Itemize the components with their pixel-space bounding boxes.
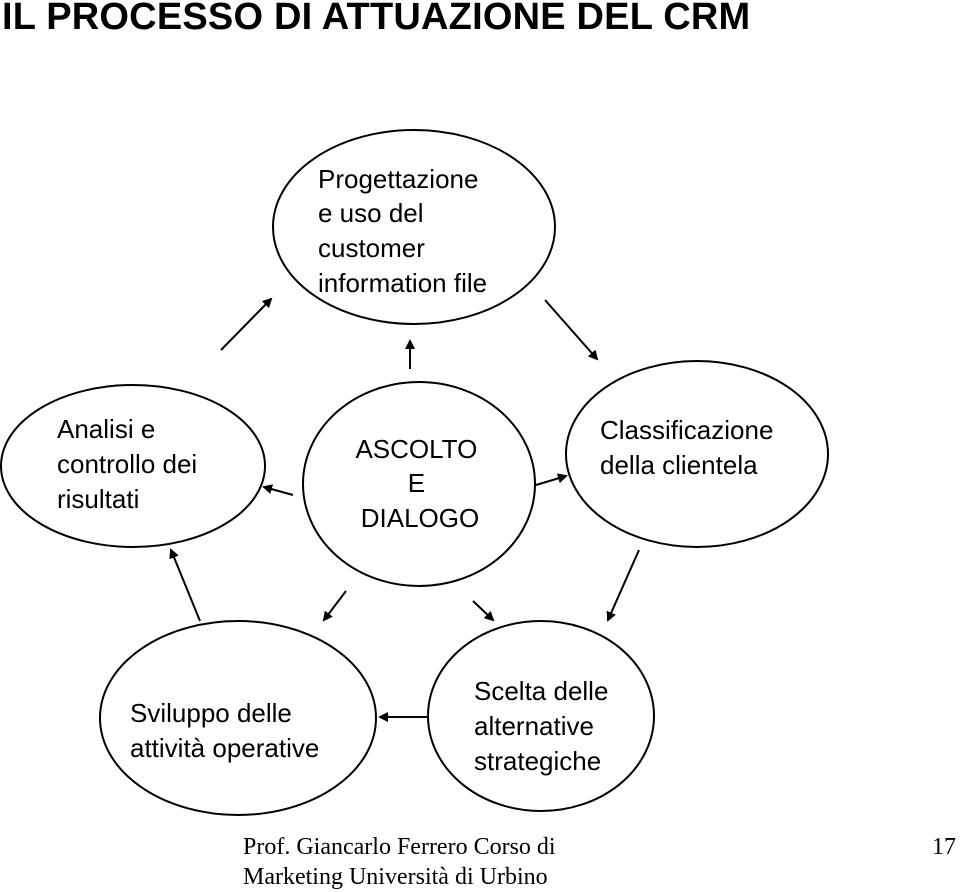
node-scelta-line-3: strategiche	[474, 746, 601, 776]
node-analisi-line-1: Analisi e	[57, 414, 155, 444]
node-classificazione: Classificazione della clientela	[565, 360, 829, 548]
page-number: 17	[932, 834, 956, 860]
arrow-center-to-scelta	[472, 600, 495, 622]
node-ascolto-line-2: E	[408, 468, 425, 498]
node-progettazione: Progettazione e uso del customer informa…	[272, 129, 556, 325]
node-sviluppo-line-1: Sviluppo delle	[130, 698, 292, 728]
arrow-analisi-to-progettazione	[220, 297, 273, 351]
node-classificazione-line-1: Classificazione	[600, 415, 773, 445]
node-analisi-line-3: risultati	[57, 484, 139, 514]
node-scelta-line-1: Scelta delle	[474, 676, 608, 706]
page-title: IL PROCESSO DI ATTUAZIONE DEL CRM	[2, 0, 751, 38]
node-ascolto: ASCOLTO E DIALOGO	[302, 381, 536, 587]
node-sviluppo-ellipse	[99, 620, 377, 816]
node-ascolto-line-3: DIALOGO	[361, 503, 479, 533]
node-scelta: Scelta delle alternative strategiche	[427, 620, 655, 812]
svg-text:Scelta delle alternative: Scelta delle alternative strategiche	[474, 676, 616, 776]
arrow-progettazione-to-classificazione	[544, 299, 599, 361]
arrow-center-to-classificazione	[535, 473, 568, 486]
node-analisi-ellipse	[0, 384, 266, 548]
node-analisi-line-2: controllo dei	[57, 449, 197, 479]
node-progettazione-line-2: e uso del	[318, 198, 424, 228]
footer-line-1: Prof. Giancarlo Ferrero Corso di	[243, 834, 556, 860]
svg-text:Sviluppo delle attività: Sviluppo delle attività operative	[130, 698, 319, 763]
svg-text:ASCOLTO E DIALOGO: ASCOLTO E DIALOGO	[355, 434, 484, 533]
node-progettazione-line-4: information file	[318, 268, 487, 298]
arrow-center-to-sviluppo	[322, 590, 347, 622]
arrow-sviluppo-to-analisi	[169, 548, 201, 622]
node-ascolto-line-1: ASCOLTO	[355, 434, 477, 464]
svg-text:Analisi e controllo dei: Analisi e controllo dei risultati	[57, 414, 204, 514]
node-progettazione-line-3: customer	[318, 233, 425, 263]
arrow-center-to-analisi	[262, 484, 294, 496]
footer-line-2: Marketing Università di Urbino	[243, 864, 548, 890]
node-analisi: Analisi e controllo dei risultati	[0, 384, 266, 548]
svg-text:Progettazione e uso del: Progettazione e uso del customer informa…	[318, 164, 487, 298]
node-sviluppo-line-2: attività operative	[130, 733, 319, 763]
node-classificazione-line-2: della clientela	[600, 450, 758, 480]
svg-text:Classificazione della cl: Classificazione della clientela	[600, 415, 781, 480]
node-classificazione-ellipse	[565, 360, 829, 548]
node-scelta-line-2: alternative	[474, 711, 594, 741]
node-progettazione-line-1: Progettazione	[318, 164, 478, 194]
node-progettazione-ellipse	[272, 129, 556, 325]
node-sviluppo: Sviluppo delle attività operative	[99, 620, 377, 816]
node-ascolto-ellipse	[302, 381, 536, 587]
arrow-classificazione-to-scelta	[606, 549, 640, 622]
